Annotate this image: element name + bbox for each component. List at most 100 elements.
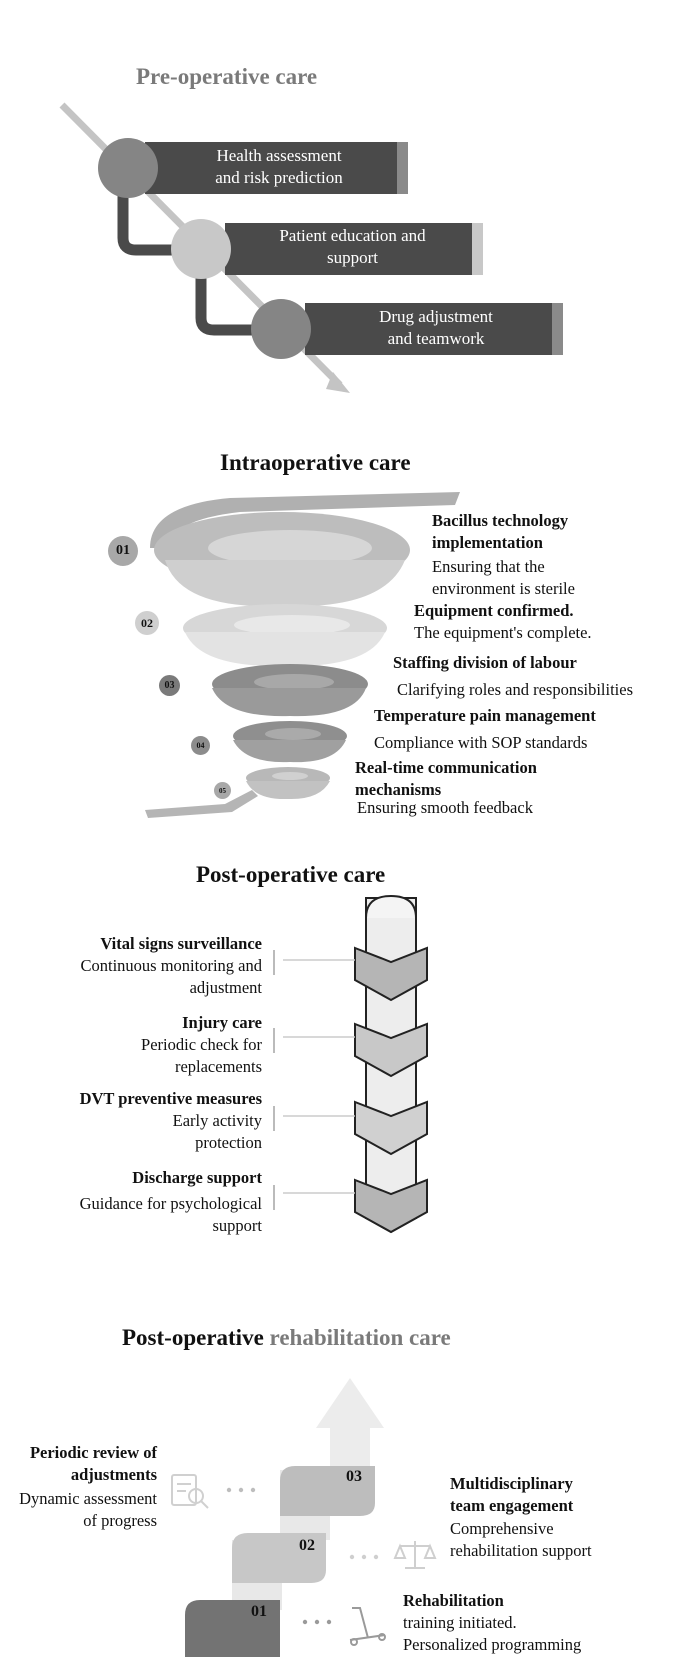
connector-2 xyxy=(195,250,280,336)
post-item-2-desc-2: replacements xyxy=(174,1057,262,1076)
rehab-item-2-desc-2: rehabilitation support xyxy=(450,1541,592,1560)
post-item-4: Discharge support Guidance for psycholog… xyxy=(20,1167,262,1237)
badge-05: 05 xyxy=(214,782,231,799)
post-item-2: Injury care Periodic check for replaceme… xyxy=(20,1012,262,1078)
road-exit xyxy=(145,790,258,818)
pre-circle-2 xyxy=(171,219,231,279)
intra-item-1-heading-2: implementation xyxy=(432,533,543,552)
step-03-block xyxy=(280,1466,375,1516)
post-item-4-heading: Discharge support xyxy=(132,1168,262,1187)
chevron-2 xyxy=(354,1022,428,1078)
pre-circle-1 xyxy=(98,138,158,198)
intra-item-2-heading: Equipment confirmed. xyxy=(414,601,574,620)
road-level-4-inner xyxy=(265,728,321,740)
column-top xyxy=(365,894,417,919)
spiral-road-diagram xyxy=(145,492,460,818)
intra-item-3-heading: Staffing division of labour xyxy=(393,653,577,672)
intra-item-3-desc: Clarifying roles and responsibilities xyxy=(397,680,634,699)
step-02-label: 02 xyxy=(299,1537,315,1554)
dots-step-01 xyxy=(302,1619,332,1625)
balance-scale-icon xyxy=(393,1541,437,1569)
post-item-1-desc-2: adjustment xyxy=(189,978,262,997)
intra-item-5: Real-time communication mechanisms Ensur… xyxy=(355,757,537,819)
road-level-3-wall xyxy=(212,688,366,717)
search-document-icon xyxy=(171,1474,209,1509)
rehab-item-2-heading-2: team engagement xyxy=(450,1496,574,1515)
pre-item-2-line2: support xyxy=(327,248,378,267)
rehab-item-3-desc-1: training initiated. xyxy=(403,1613,517,1632)
rehab-item-1-heading-2: adjustments xyxy=(70,1465,157,1484)
post-item-2-heading: Injury care xyxy=(182,1013,262,1032)
rehab-item-3-heading: Rehabilitation xyxy=(403,1591,504,1610)
road-level-4-wall xyxy=(233,740,346,763)
pre-bar-2 xyxy=(225,223,472,275)
dots-step-03 xyxy=(226,1487,256,1493)
post-item-4-desc-1: Guidance for psychological xyxy=(79,1194,262,1213)
badge-04: 04 xyxy=(191,736,210,755)
rehab-item-1-heading-1: Periodic review of xyxy=(29,1443,157,1462)
pre-operative-diagram xyxy=(59,102,563,393)
post-item-1-heading: Vital signs surveillance xyxy=(100,934,262,953)
rehab-item-2-heading-1: Multidisciplinary xyxy=(450,1474,573,1493)
intra-item-2: Equipment confirmed. The equipment's com… xyxy=(414,600,592,644)
intra-item-4-desc: Compliance with SOP standards xyxy=(374,733,588,752)
road-level-2-wall xyxy=(185,632,385,667)
intra-item-1-desc-2: environment is sterile xyxy=(432,579,575,598)
timeline-arrow-head xyxy=(326,372,350,393)
rehab-up-arrow xyxy=(316,1378,384,1470)
road-level-1-wall xyxy=(165,560,405,607)
pre-item-1-line1: Health assessment xyxy=(216,146,342,165)
pre-item-2: Patient education and support xyxy=(245,225,460,269)
rehab-title: Post-operative rehabilitation care xyxy=(122,1325,451,1351)
post-item-1: Vital signs surveillance Continuous moni… xyxy=(20,933,263,999)
rehab-title-part-2: rehabilitation care xyxy=(269,1325,451,1350)
rehab-item-1-desc-2: of progress xyxy=(83,1511,157,1530)
treadmill-icon xyxy=(349,1607,386,1646)
step-03-label: 03 xyxy=(346,1468,362,1485)
rehab-item-1: Periodic review of adjustments Dynamic a… xyxy=(0,1442,157,1532)
pre-bar-1-cap xyxy=(397,142,408,194)
pre-item-3-line2: and teamwork xyxy=(387,329,485,348)
rehab-item-1-desc-1: Dynamic assessment xyxy=(19,1489,157,1508)
pre-bar-3-cap xyxy=(552,303,563,355)
road-level-5-inner xyxy=(272,772,308,780)
badge-02: 02 xyxy=(135,611,159,635)
step-02-block xyxy=(232,1533,326,1583)
rehab-item-3: Rehabilitation training initiated. Perso… xyxy=(403,1590,581,1656)
post-item-3: DVT preventive measures Early activity p… xyxy=(20,1088,262,1154)
badge-03: 03 xyxy=(159,675,180,696)
pre-bar-1 xyxy=(145,142,397,194)
road-level-5-wall xyxy=(246,781,330,800)
pre-item-1-line2: and risk prediction xyxy=(215,168,343,187)
intra-item-3: Staffing division of labour Clarifying r… xyxy=(393,652,633,701)
road-top-ribbon xyxy=(150,492,460,548)
rehab-item-2: Multidisciplinary team engagement Compre… xyxy=(450,1473,592,1562)
pre-item-2-line1: Patient education and xyxy=(279,226,426,245)
intraoperative-title: Intraoperative care xyxy=(220,450,411,475)
step-01-label: 01 xyxy=(251,1603,267,1620)
intra-item-5-heading-2: mechanisms xyxy=(355,780,442,799)
intra-item-1-desc-1: Ensuring that the xyxy=(432,557,545,576)
chevron-column-diagram xyxy=(273,894,428,1234)
connector-1 xyxy=(117,168,200,256)
pre-item-3-line1: Drug adjustment xyxy=(379,307,493,326)
badge-01: 01 xyxy=(108,536,138,566)
chevron-4 xyxy=(354,1178,428,1234)
post-item-4-desc-2: support xyxy=(212,1216,263,1235)
rehab-title-part-1: Post-operative xyxy=(122,1325,270,1350)
intra-item-4-heading: Temperature pain management xyxy=(374,706,596,725)
post-item-3-desc-2: protection xyxy=(195,1133,262,1152)
post-item-3-desc-1: Early activity xyxy=(172,1111,262,1130)
intra-item-1-heading-1: Bacillus technology xyxy=(432,511,569,530)
pre-item-1: Health assessment and risk prediction xyxy=(170,145,388,189)
post-item-1-desc-1: Continuous monitoring and xyxy=(80,956,263,975)
rehab-item-2-desc-1: Comprehensive xyxy=(450,1519,554,1538)
intra-item-4: Temperature pain management Compliance w… xyxy=(374,705,596,754)
intra-item-5-desc: Ensuring smooth feedback xyxy=(357,798,533,817)
post-item-3-heading: DVT preventive measures xyxy=(79,1089,262,1108)
chevron-3 xyxy=(354,1100,428,1156)
rehab-item-3-desc-2: Personalized programming xyxy=(403,1635,582,1654)
post-operative-title: Post-operative care xyxy=(196,862,386,887)
step-01-block xyxy=(185,1600,280,1657)
